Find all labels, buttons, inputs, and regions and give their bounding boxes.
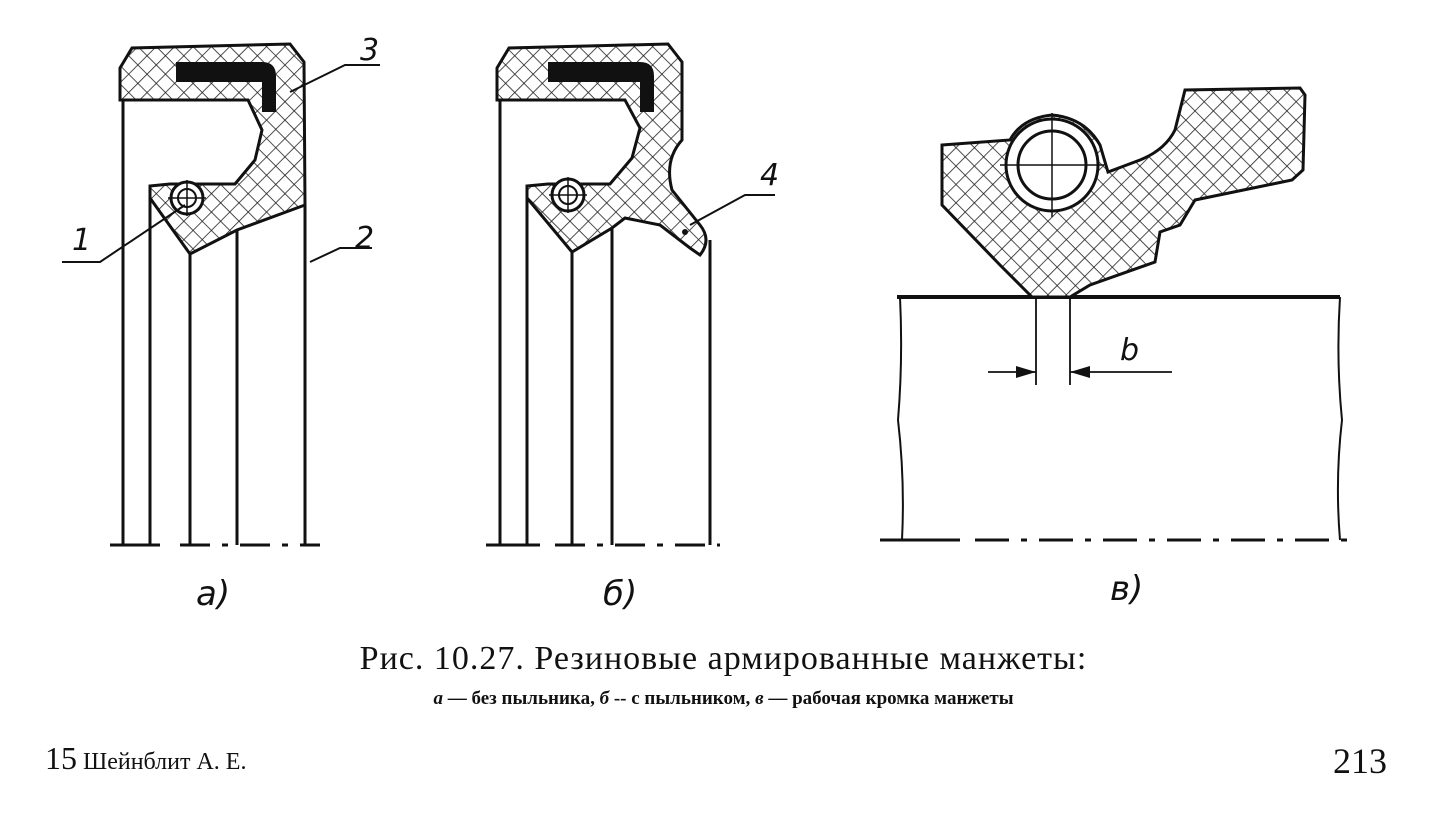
- technical-drawing: 1 2 3 а) 4 б): [62, 33, 1355, 614]
- page-number: 213: [1333, 741, 1387, 781]
- subfigure-label-b: б): [603, 574, 637, 614]
- figure-caption-legend: а — без пыльника, б -- с пыльником, в — …: [0, 688, 1447, 710]
- seal-rubber-body: [118, 42, 307, 256]
- subfigure-label-v: в): [1110, 569, 1143, 609]
- seal-with-dust-lip-drawing: [486, 42, 775, 547]
- legend-letter-b: б: [599, 688, 610, 709]
- legend-text-v: — рабочая кромка манжеты: [763, 688, 1014, 709]
- metal-insert: [176, 62, 276, 112]
- metal-insert-b: [548, 62, 654, 112]
- callout-3: 3: [360, 33, 379, 68]
- figure-caption-title: Рис. 10.27. Резиновые армированные манже…: [359, 640, 1088, 677]
- legend-letter-v: в: [755, 688, 764, 709]
- callout-1: 1: [72, 223, 91, 258]
- signature-number: 15: [45, 740, 77, 776]
- callout-4: 4: [760, 158, 779, 193]
- legend-text-a: — без пыльника,: [442, 688, 600, 709]
- signature-footer: 15 Шейнблит А. Е.: [45, 740, 246, 777]
- legend-letter-a: а: [433, 688, 443, 709]
- subfigure-label-a: а): [196, 574, 230, 614]
- callout-2: 2: [355, 221, 374, 256]
- seal-without-dust-lip-drawing: [62, 42, 380, 547]
- legend-text-b: -- с пыльником,: [609, 688, 756, 709]
- author-name: Шейнблит А. Е.: [83, 749, 247, 775]
- working-lip-detail-drawing: [880, 86, 1355, 542]
- seal-lip-section: [940, 86, 1307, 299]
- dimension-b-label: b: [1120, 333, 1139, 368]
